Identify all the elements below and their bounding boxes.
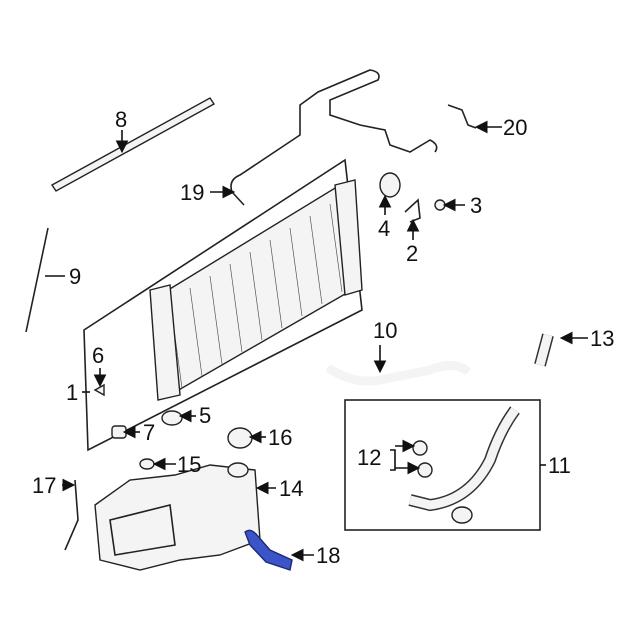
part-13-hose[interactable] (534, 333, 554, 367)
callout-6: 6 (92, 343, 104, 368)
part-14-reservoir[interactable] (94, 462, 261, 571)
callout-3: 3 (470, 193, 482, 218)
callout-12: 12 (357, 445, 381, 470)
callout-7: 7 (143, 420, 155, 445)
part-9-seal[interactable] (25, 227, 49, 333)
callout-19: 19 (180, 180, 204, 205)
part-6-clip[interactable] (93, 383, 105, 397)
callout-4: 4 (378, 216, 390, 241)
callout-20: 20 (503, 115, 527, 140)
callout-11: 11 (548, 453, 571, 478)
callout-5: 5 (199, 403, 211, 428)
callout-1: 1 (66, 380, 78, 405)
callout-16: 16 (268, 425, 292, 450)
part-16-cap[interactable] (227, 427, 253, 449)
part-4-grommet[interactable] (379, 172, 401, 198)
part-12-clamps[interactable] (412, 440, 433, 478)
callout-18: 18 (316, 543, 340, 568)
part-18-hose-highlighted[interactable] (244, 529, 293, 571)
part-1-radiator-group[interactable] (83, 158, 363, 452)
part-19-tube-assembly[interactable] (230, 69, 438, 206)
part-5-cap[interactable] (161, 410, 183, 426)
part-7-plug[interactable] (111, 425, 127, 439)
part-8-seal-strip[interactable] (50, 97, 216, 192)
callout-17: 17 (32, 473, 56, 498)
part-20-tube[interactable] (447, 104, 477, 129)
callout-13: 13 (590, 326, 614, 351)
part-10-hose[interactable] (325, 361, 472, 386)
callout-10: 10 (373, 318, 397, 343)
callout-9: 9 (69, 264, 81, 289)
callout-2: 2 (406, 241, 418, 266)
part-3-bolt[interactable] (434, 199, 446, 211)
part-15-bolt[interactable] (139, 458, 155, 470)
part-17-hose[interactable] (64, 479, 79, 551)
callout-15: 15 (177, 452, 201, 477)
leader-lines (45, 120, 588, 562)
part-11-hose-group[interactable] (344, 399, 541, 531)
callout-14: 14 (279, 476, 303, 501)
callout-8: 8 (115, 107, 127, 132)
part-2-bracket[interactable] (404, 198, 421, 223)
